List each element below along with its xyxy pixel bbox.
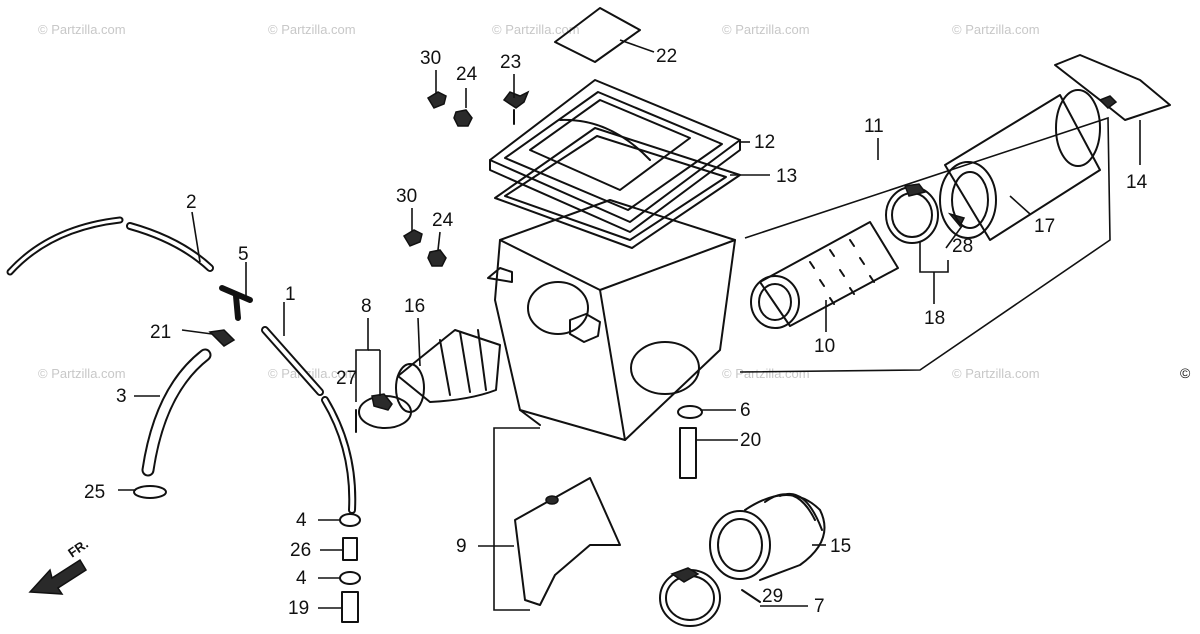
watermark-edge: © xyxy=(1180,365,1191,381)
callout-24: 24 xyxy=(456,64,478,85)
callout-22: 22 xyxy=(656,46,677,67)
part-10-filter xyxy=(750,221,899,329)
callout-16: 16 xyxy=(404,296,425,317)
part-11-outline xyxy=(739,116,1111,373)
callout-12: 12 xyxy=(754,132,775,153)
callout-19: 19 xyxy=(288,598,309,619)
callout-28: 28 xyxy=(952,236,973,257)
callout-18: 18 xyxy=(924,308,945,329)
callout-21: 21 xyxy=(150,322,171,343)
callout-9: 9 xyxy=(456,536,467,557)
watermark: © Partzilla.com xyxy=(38,22,126,37)
part-17-cover xyxy=(939,89,1101,241)
callout-4: 4 xyxy=(296,510,307,531)
part-14-bracket xyxy=(1054,54,1171,121)
watermark: © Partzilla.com xyxy=(722,366,810,381)
callout-7: 7 xyxy=(814,596,825,617)
callout-11: 11 xyxy=(864,116,884,137)
callout-27: 27 xyxy=(336,368,357,389)
part-9-bracket xyxy=(514,477,621,606)
part-22-sheet xyxy=(554,7,641,63)
air-box-body xyxy=(487,199,736,441)
callout-5: 5 xyxy=(238,244,249,265)
callout-8: 8 xyxy=(361,296,372,317)
callout-20: 20 xyxy=(740,430,761,451)
part-16-duct xyxy=(395,329,501,413)
callout-24: 24 xyxy=(432,210,454,231)
watermark: © Partzilla.com xyxy=(38,366,126,381)
callout-3: 3 xyxy=(116,386,127,407)
callout-26: 26 xyxy=(290,540,311,561)
part-12-lid xyxy=(489,79,741,233)
watermark: © Partzilla.com xyxy=(268,366,356,381)
watermark: © Partzilla.com xyxy=(952,366,1040,381)
leader-lines xyxy=(118,39,1141,611)
part-18-clamp xyxy=(885,183,966,244)
callout-14: 14 xyxy=(1126,172,1148,193)
callout-25: 25 xyxy=(84,482,105,503)
callout-29: 29 xyxy=(762,586,783,607)
top-hardware xyxy=(426,90,530,127)
watermark: © Partzilla.com xyxy=(722,22,810,37)
front-label: FR. xyxy=(65,536,91,560)
part-7-clamp xyxy=(659,567,761,627)
front-direction-arrow: FR. xyxy=(28,536,91,595)
callout-1: 1 xyxy=(285,284,296,305)
watermark: © Partzilla.com xyxy=(492,22,580,37)
mid-hardware xyxy=(402,229,447,267)
part-15-boot xyxy=(709,492,826,581)
breather-hoses xyxy=(6,216,357,514)
watermarks: © Partzilla.com © Partzilla.com © Partzi… xyxy=(38,22,1191,381)
lower-hardware xyxy=(339,513,361,623)
callout-23: 23 xyxy=(500,52,521,73)
callout-17: 17 xyxy=(1034,216,1055,237)
part-6-20 xyxy=(677,405,703,479)
part-8-clamp xyxy=(355,393,412,433)
callout-15: 15 xyxy=(830,536,851,557)
callout-30: 30 xyxy=(396,186,417,207)
callout-4: 4 xyxy=(296,568,307,589)
watermark: © Partzilla.com xyxy=(268,22,356,37)
callout-6: 6 xyxy=(740,400,751,421)
callout-2: 2 xyxy=(186,192,197,213)
watermark: © Partzilla.com xyxy=(952,22,1040,37)
callout-10: 10 xyxy=(814,336,835,357)
callout-13: 13 xyxy=(776,166,797,187)
callout-30: 30 xyxy=(420,48,441,69)
callout-labels: 1 2 3 4 4 5 6 7 8 9 10 11 12 13 14 15 16… xyxy=(84,46,1148,619)
